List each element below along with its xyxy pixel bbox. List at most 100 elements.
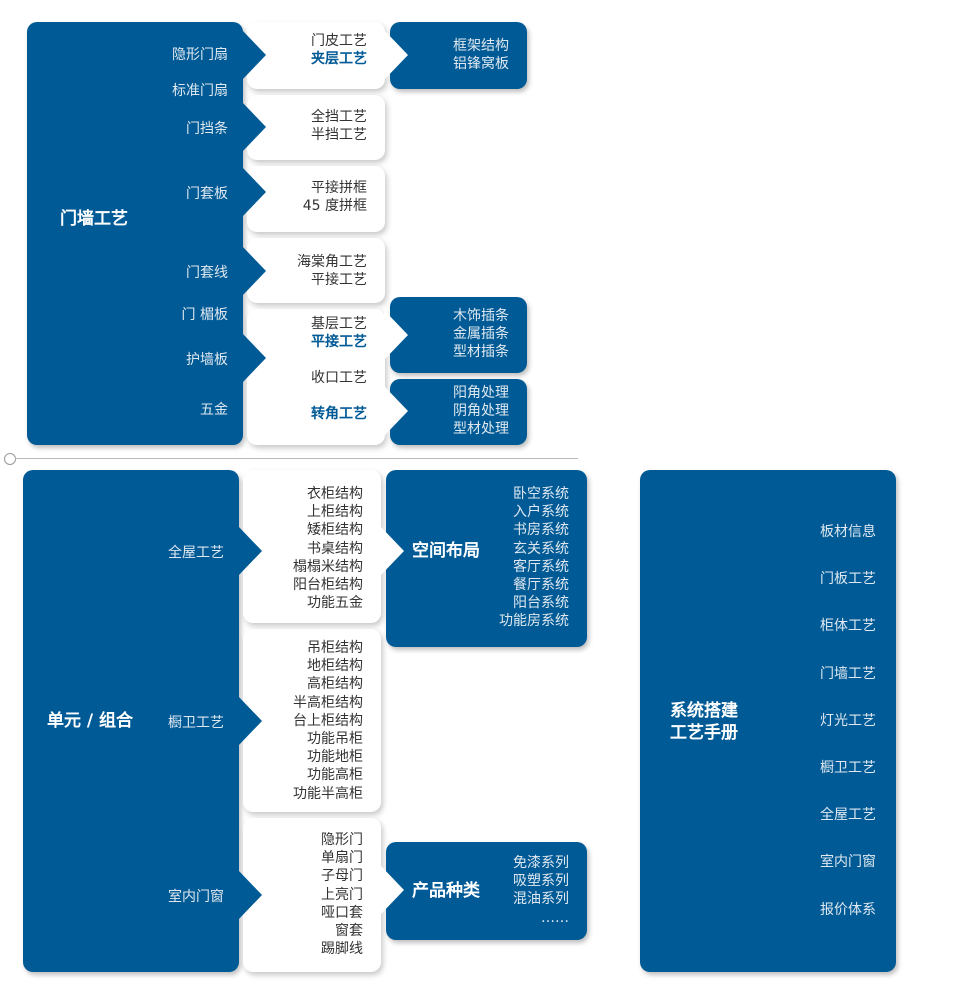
list-item: 45 度拼框 [302,198,367,215]
item-list: 门皮工艺夹层工艺 [311,32,367,68]
manual-title-line: 系统搭建 [670,701,738,721]
list-item: 夹层工艺 [311,51,367,68]
flat-joint-detail-box: 木饰插条金属插条型材插条 [390,297,527,373]
list-item: 平接工艺 [311,272,367,289]
manual-title-line: 工艺手册 [670,723,738,743]
manual-item: 板材信息 [820,524,876,540]
item-list: 隐形门单扇门子母门上亮门哑口套窗套踢脚线 [321,831,363,958]
list-item: 平接工艺 [311,334,367,351]
list-item: 吸塑系列 [513,873,569,890]
list-item: 窗套 [335,923,363,940]
manual-item: 报价体系 [820,901,876,918]
door-trim-box: 海棠角工艺平接工艺 [247,238,385,303]
door-skin-box: 门皮工艺夹层工艺 [247,22,385,89]
list-item: 哑口套 [321,904,363,921]
list-item: 隐形门 [321,832,363,848]
manual-title: 系统搭建 工艺手册 [670,700,738,744]
list-item: 入户系统 [513,504,569,521]
unit-panel: 单元 / 组合 [23,470,239,972]
item-list: 卧空系统入户系统书房系统玄关系统客厅系统餐厅系统阳台系统功能房系统 [499,485,569,631]
item-list: 平接拼框 45 度拼框 [303,179,367,215]
item-list: 木饰插条金属插条型材插条 [453,307,509,362]
manual-item: 全屋工艺 [820,807,876,824]
item-list: 转角工艺 [311,405,367,423]
list-item: 框架结构 [453,38,509,54]
item-list: 全挡工艺半挡工艺 [311,108,367,144]
list-item: 功能房系统 [499,613,569,630]
list-item: 高柜结构 [307,676,363,693]
item-list: 阳角处理阴角处理型材处理 [453,384,509,439]
list-item: 卧空系统 [513,486,569,502]
manual-item-list: 板材信息门板工艺柜体工艺门墙工艺灯光工艺橱卫工艺全屋工艺室内门窗报价体系 [820,522,876,947]
manual-item: 门墙工艺 [820,665,876,682]
list-item: 木饰插条 [453,308,509,324]
list-item: 功能高柜 [307,767,363,784]
list-item: 功能吊柜 [307,731,363,748]
sandwich-detail-box: 框架结构铝锋窝板 [390,22,527,89]
interior-door-box: 隐形门单扇门子母门上亮门哑口套窗套踢脚线 [243,818,381,972]
list-item: 转角工艺 [311,406,367,422]
list-item: 踢脚线 [321,941,363,958]
list-item: 矮柜结构 [307,522,363,539]
list-item: 基层工艺 [311,316,367,332]
list-item: 免漆系列 [513,855,569,871]
category-label: 全屋工艺 [168,545,224,561]
list-item: 上亮门 [321,886,363,903]
item-list: 框架结构铝锋窝板 [453,37,509,73]
list-item: 海棠角工艺 [297,254,367,270]
divider-circle [4,453,16,465]
list-item: …… [541,909,569,926]
section-divider [15,458,578,459]
space-layout-title: 空间布局 [412,541,480,561]
category-label: 门套线 [186,265,228,281]
manual-item: 室内门窗 [820,854,876,871]
manual-item: 橱卫工艺 [820,759,876,776]
list-item: 书桌结构 [307,540,363,557]
list-item: 客厅系统 [513,558,569,575]
door-frame-board-box: 平接拼框 45 度拼框 [247,166,385,232]
category-label: 标准门扇 [172,83,228,99]
list-item: 平接拼框 [311,180,367,196]
unit-title: 单元 / 组合 [47,711,134,731]
list-item: 功能五金 [307,595,363,612]
list-item: 单扇门 [321,850,363,867]
list-item: 金属插条 [453,326,509,343]
list-item: 阳角处理 [453,385,509,401]
list-item: 衣柜结构 [307,486,363,502]
list-item: 地柜结构 [307,658,363,675]
list-item: 收口工艺 [311,370,367,386]
list-item: 吊柜结构 [307,640,363,656]
product-type-title: 产品种类 [412,881,480,901]
list-item: 榻榻米结构 [293,558,363,575]
list-item: 铝锋窝板 [453,56,509,73]
door-wall-title: 门墙工艺 [60,209,128,229]
list-item: 阳台柜结构 [293,577,363,594]
manual-item: 柜体工艺 [820,618,876,635]
item-list: 海棠角工艺平接工艺 [297,253,367,289]
category-label: 橱卫工艺 [168,715,224,731]
list-item: 全挡工艺 [311,109,367,125]
list-item: 书房系统 [513,522,569,539]
category-label: 隐形门扇 [172,47,228,63]
kitchen-bath-box: 吊柜结构地柜结构高柜结构半高柜结构台上柜结构功能吊柜功能地柜功能高柜功能半高柜 [243,629,381,812]
category-label: 门 楣板 [181,307,228,323]
item-list: 免漆系列吸塑系列混油系列…… [513,854,569,927]
corner-detail-box: 阳角处理阴角处理型材处理 [390,379,527,445]
list-item: 上柜结构 [307,504,363,521]
item-list: 收口工艺 [311,369,367,387]
list-item: 功能半高柜 [293,785,363,802]
list-item: 功能地柜 [307,749,363,766]
list-item: 混油系列 [513,891,569,908]
door-wall-panel: 门墙工艺 [27,22,243,445]
list-item: 台上柜结构 [293,712,363,729]
manual-item: 门板工艺 [820,571,876,588]
whole-house-box: 衣柜结构上柜结构矮柜结构书桌结构榻榻米结构阳台柜结构功能五金 [243,470,381,623]
list-item: 型材插条 [453,344,509,361]
list-item: 子母门 [321,868,363,885]
manual-panel: 系统搭建 工艺手册 板材信息门板工艺柜体工艺门墙工艺灯光工艺橱卫工艺全屋工艺室内… [640,470,896,972]
manual-item: 灯光工艺 [820,712,876,729]
list-item: 半高柜结构 [293,694,363,711]
category-label: 门套板 [186,186,228,202]
item-list: 吊柜结构地柜结构高柜结构半高柜结构台上柜结构功能吊柜功能地柜功能高柜功能半高柜 [293,639,363,803]
list-item: 门皮工艺 [311,33,367,49]
